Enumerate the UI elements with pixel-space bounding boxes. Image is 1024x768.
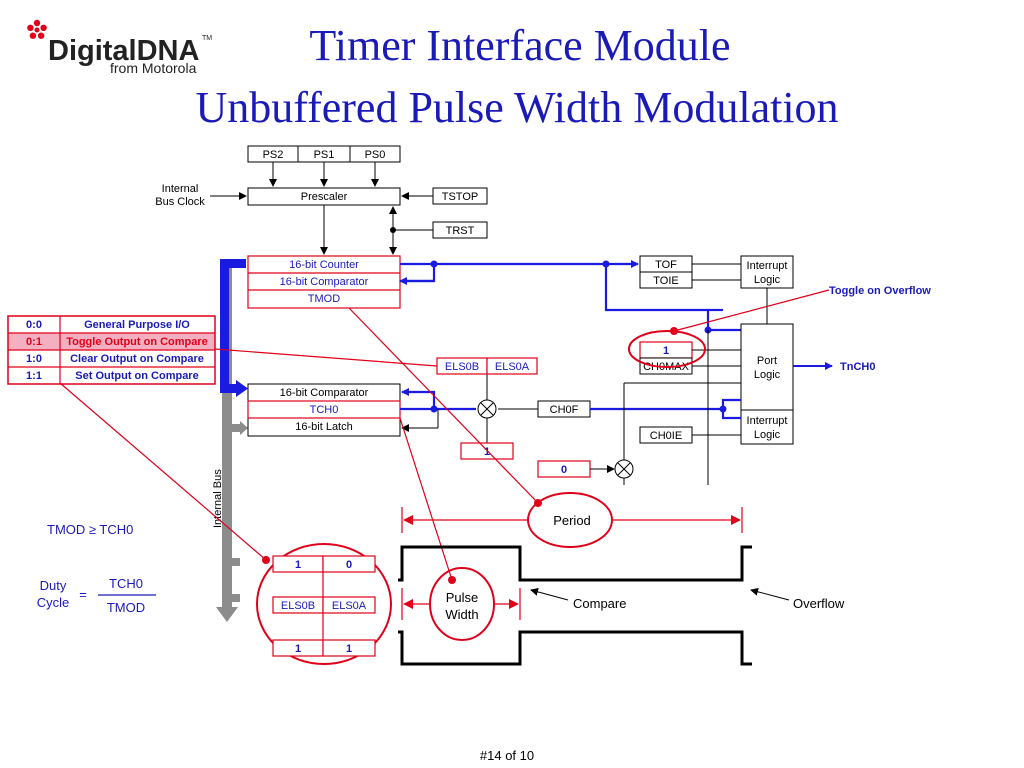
tof-label: TOF xyxy=(655,259,677,271)
interrupt-logic-2 xyxy=(740,409,794,445)
interrupt-logic-2-line1: Interrupt xyxy=(747,415,788,427)
ps2-bit: PS2 xyxy=(263,149,284,161)
and-gate-icon xyxy=(477,399,497,419)
duty-denominator: TMOD xyxy=(107,600,145,615)
mode-code: 1:1 xyxy=(26,370,42,382)
and-gate-icon-2 xyxy=(614,459,634,479)
one-value: 1 xyxy=(484,446,490,458)
condition-label: TMOD ≥ TCH0 xyxy=(47,522,133,537)
pulse-label-1: Pulse xyxy=(446,590,479,605)
mode-code: 1:0 xyxy=(26,353,42,365)
prescale-bits: PS2 PS1 PS0 xyxy=(247,145,401,163)
els0a-label: ELS0A xyxy=(495,361,530,373)
tmod-label: TMOD xyxy=(308,293,340,305)
logo-brand: DigitalDNA xyxy=(48,35,200,67)
interrupt-logic-2-line2: Logic xyxy=(754,429,781,441)
duty-label-1: Duty xyxy=(40,578,67,593)
ps1-bit: PS1 xyxy=(314,149,335,161)
port-logic-line2: Logic xyxy=(754,369,781,381)
logo-sub: from Motorola xyxy=(110,60,197,76)
mode-desc: Clear Output on Compare xyxy=(70,353,204,365)
els-mid-b: ELS0B xyxy=(281,600,315,612)
ch0f-label: CH0F xyxy=(550,404,579,416)
clock-label-1: Internal xyxy=(162,183,199,195)
period-label: Period xyxy=(553,513,591,528)
els-mid-a: ELS0A xyxy=(332,600,367,612)
channel-block: 16-bit Comparator TCH0 16-bit Latch xyxy=(247,383,401,437)
page-footer: #14 of 10 xyxy=(480,748,534,763)
ch0max-value: 1 xyxy=(663,345,669,357)
clock-label-2: Bus Clock xyxy=(155,196,205,208)
els-bottom-b: 1 xyxy=(295,643,301,655)
els-table-highlight xyxy=(256,543,392,665)
zero-value: 0 xyxy=(561,464,567,476)
channel-comparator-label: 16-bit Comparator xyxy=(280,387,369,399)
interrupt-logic-1 xyxy=(740,255,794,289)
counter-label: 16-bit Counter xyxy=(289,259,359,271)
els0b-label: ELS0B xyxy=(445,361,479,373)
digitaldna-logo: DigitalDNA TM from Motorola xyxy=(27,19,212,76)
mode-code: 0:0 xyxy=(26,319,42,331)
duty-numerator: TCH0 xyxy=(109,576,143,591)
duty-label-2: Cycle xyxy=(37,595,70,610)
asterisk-icon xyxy=(27,19,47,39)
els-bottom-a: 1 xyxy=(346,643,352,655)
page-subtitle: Unbuffered Pulse Width Modulation xyxy=(195,83,838,132)
els-small-table: 1 0 ELS0B ELS0A 1 1 xyxy=(272,555,376,657)
trst-label: TRST xyxy=(446,225,475,237)
mode-code: 0:1 xyxy=(26,336,42,348)
tstop-box xyxy=(432,187,488,205)
tnch0-label: TnCH0 xyxy=(840,361,875,373)
toggle-on-overflow-label: Toggle on Overflow xyxy=(829,285,931,297)
internal-bus-label: Internal Bus xyxy=(212,469,224,528)
els0a-box xyxy=(486,357,538,375)
logo-tm: TM xyxy=(202,35,212,42)
interrupt-logic-1-line1: Interrupt xyxy=(747,260,788,272)
compare-label: Compare xyxy=(573,596,626,611)
port-logic xyxy=(740,323,794,411)
tch0-label: TCH0 xyxy=(310,404,339,416)
mode-desc: General Purpose I/O xyxy=(84,319,190,331)
ch0max-highlight xyxy=(628,330,706,368)
page-title: Timer Interface Module xyxy=(309,21,730,70)
ch0ie-label: CH0IE xyxy=(650,430,682,442)
interrupt-logic-1-line2: Logic xyxy=(754,274,781,286)
mode-desc: Toggle Output on Compare xyxy=(66,336,208,348)
counter-comparator-label: 16-bit Comparator xyxy=(280,276,369,288)
waveform-bottom xyxy=(398,630,752,666)
mode-desc: Set Output on Compare xyxy=(75,370,198,382)
prescaler-label: Prescaler xyxy=(301,191,348,203)
duty-equals: = xyxy=(79,587,87,602)
toie-label: TOIE xyxy=(653,275,678,287)
pulse-label-2: Width xyxy=(445,607,478,622)
waveform-top xyxy=(398,545,752,582)
internal-bus xyxy=(216,259,248,622)
red-connectors xyxy=(59,289,830,581)
mode-table: 0:0 General Purpose I/O 0:1 Toggle Outpu… xyxy=(7,315,216,385)
els-top-a: 0 xyxy=(346,559,352,571)
port-logic-line1: Port xyxy=(757,355,777,367)
ps0-bit: PS0 xyxy=(365,149,386,161)
latch-label: 16-bit Latch xyxy=(295,421,352,433)
overflow-label: Overflow xyxy=(793,596,845,611)
els-top-b: 1 xyxy=(295,559,301,571)
counter-block: 16-bit Counter 16-bit Comparator TMOD xyxy=(247,255,401,309)
tstop-label: TSTOP xyxy=(442,191,478,203)
